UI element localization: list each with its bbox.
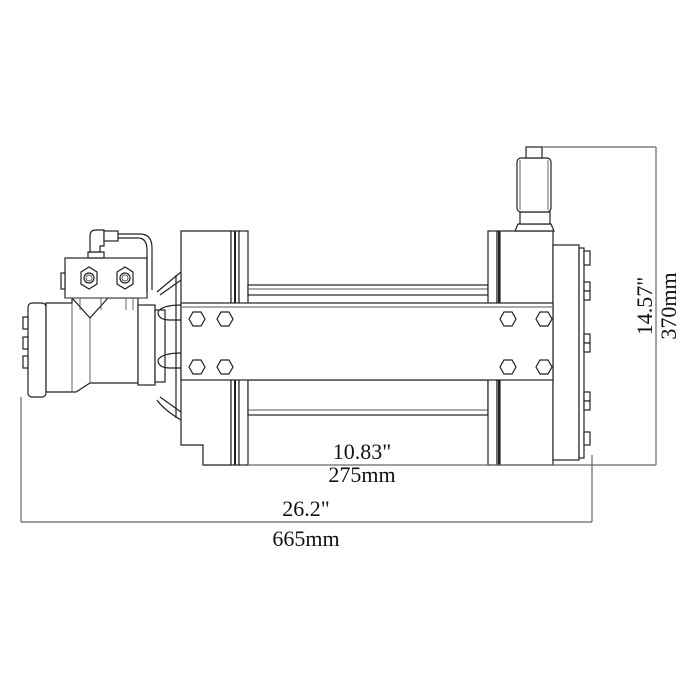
dimension-overall-length: 26.2" 665mm [20,397,593,551]
drum-length-imperial: 10.83" [333,439,391,464]
drum [247,284,489,416]
top-solenoid [514,146,555,232]
cover-bolts [583,250,591,446]
port-fitting-left [80,266,98,290]
overall-height-metric: 370mm [656,272,681,339]
dimension-drum-length: 10.83" 275mm [248,439,600,487]
tie-bar [180,302,554,381]
overall-length-imperial: 26.2" [282,496,329,521]
drum-length-metric: 275mm [328,462,395,487]
hydraulic-motor [22,229,166,398]
dimension-overall-height: 14.57" 370mm [542,146,681,466]
overall-length-metric: 665mm [272,526,339,551]
tie-bar-bolts [188,311,553,375]
overall-height-imperial: 14.57" [632,277,657,335]
port-fitting-right [116,266,134,290]
brake-fins [156,271,182,421]
